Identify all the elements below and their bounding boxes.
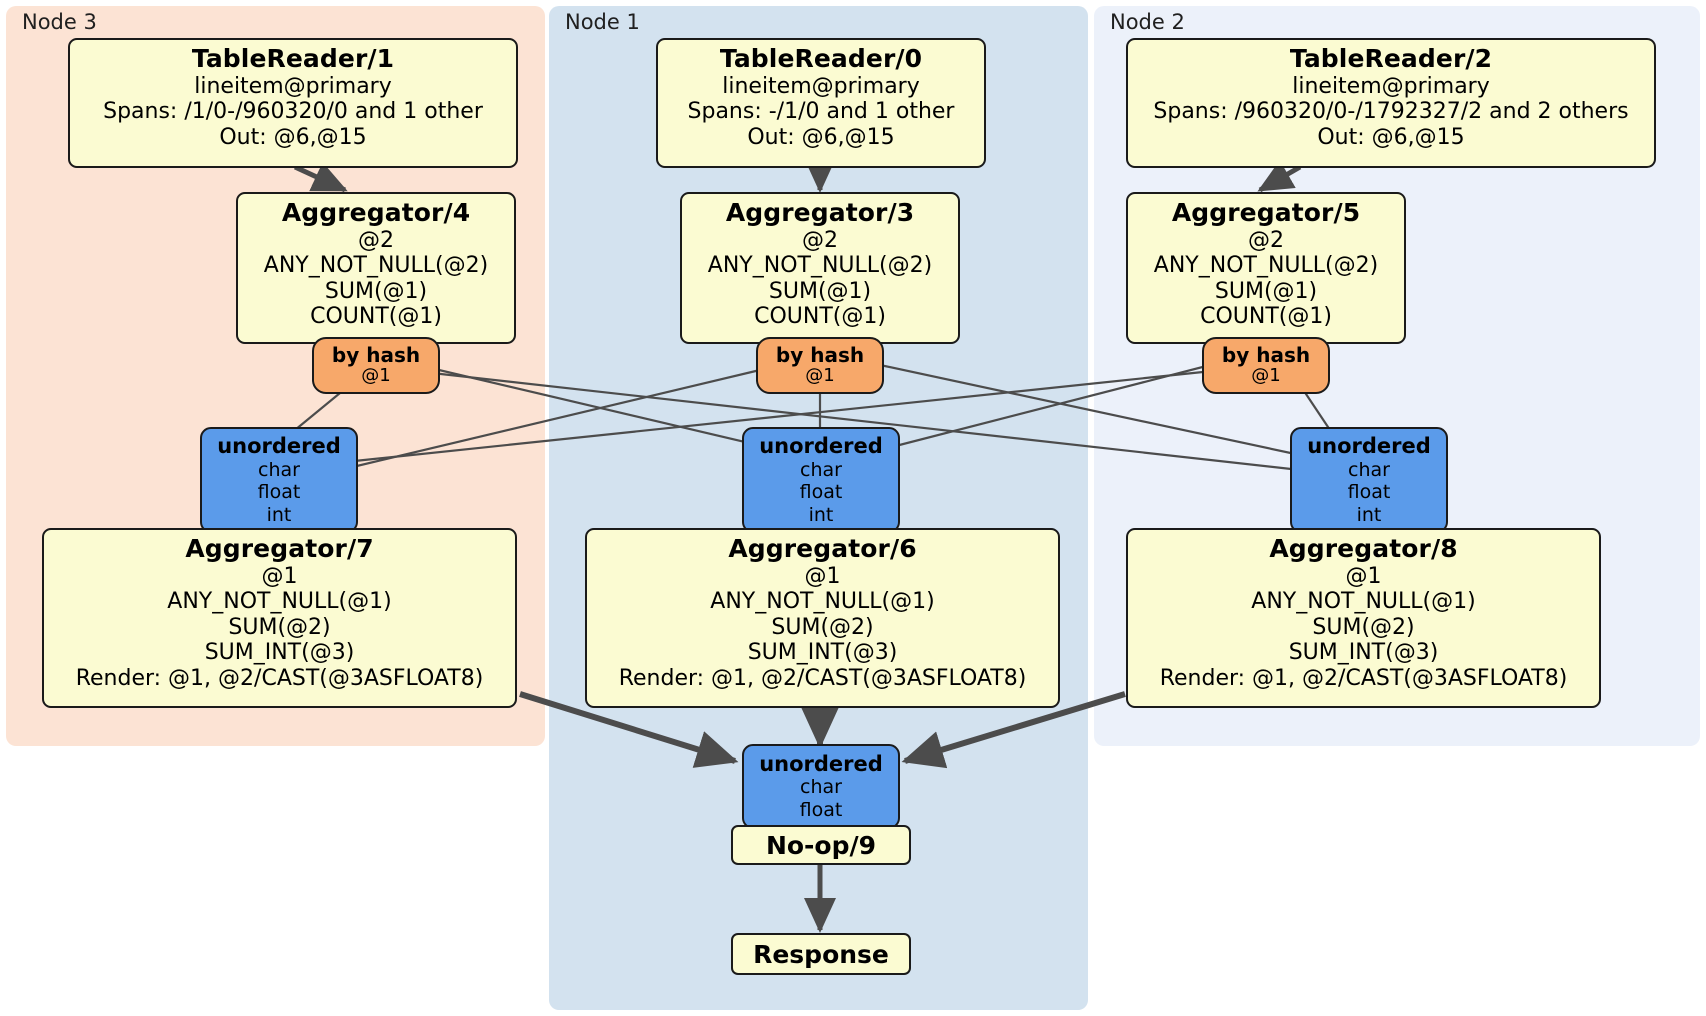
router-line: char <box>258 458 300 481</box>
processor-line: SUM_INT(@3) <box>747 640 898 666</box>
edge-hashright-unorderedleft <box>344 368 1223 464</box>
node-panel-label-node3: Node 3 <box>22 10 97 34</box>
processor-line: SUM(@2) <box>1312 614 1415 640</box>
processor-line: Render: @1, @2/CAST(@3ASFLOAT8) <box>618 665 1027 691</box>
processor-line: ANY_NOT_NULL(@2) <box>707 253 933 279</box>
processor-line: SUM(@1) <box>324 278 428 304</box>
router-line: @1 <box>361 365 391 387</box>
edge-hashright-unorderedmid <box>879 360 1223 452</box>
router-line: int <box>808 503 834 526</box>
router-unordered-left[interactable]: unordered char float int <box>200 427 358 533</box>
processor-title: Aggregator/7 <box>185 534 374 563</box>
edge-tablereader1-aggregator4 <box>293 162 348 193</box>
processor-line: SUM(@1) <box>768 278 872 304</box>
processor-line: Render: @1, @2/CAST(@3ASFLOAT8) <box>1159 665 1568 691</box>
processor-line: Out: @6,@15 <box>747 124 895 150</box>
router-title: by hash <box>331 343 421 368</box>
router-line: char <box>800 776 842 799</box>
processor-title: Aggregator/5 <box>1171 198 1361 227</box>
processor-line: ANY_NOT_NULL(@1) <box>710 589 935 615</box>
processor-aggregator-3[interactable]: Aggregator/3 @2 ANY_NOT_NULL(@2) SUM(@1)… <box>680 192 960 344</box>
router-line: float <box>799 481 843 504</box>
processor-aggregator-7[interactable]: Aggregator/7 @1 ANY_NOT_NULL(@1) SUM(@2)… <box>42 528 517 708</box>
node-panel-label-node2: Node 2 <box>1110 10 1185 34</box>
processor-title: Aggregator/3 <box>725 198 915 227</box>
router-line: int <box>266 503 292 526</box>
processor-title: Response <box>753 939 889 969</box>
processor-line: @1 <box>804 563 841 589</box>
processor-line: SUM(@2) <box>228 614 331 640</box>
processor-aggregator-8[interactable]: Aggregator/8 @1 ANY_NOT_NULL(@1) SUM(@2)… <box>1126 528 1601 708</box>
processor-tablereader-1[interactable]: TableReader/1 lineitem@primary Spans: /1… <box>68 38 518 168</box>
processor-line: @2 <box>1248 227 1284 253</box>
router-by-hash-left[interactable]: by hash @1 <box>312 337 440 394</box>
edge-hashmid-unorderedleft <box>339 368 761 472</box>
processor-aggregator-6[interactable]: Aggregator/6 @1 ANY_NOT_NULL(@1) SUM(@2)… <box>585 528 1060 708</box>
router-unordered-mid[interactable]: unordered char float int <box>742 427 900 533</box>
processor-line: SUM(@2) <box>771 614 874 640</box>
processor-line: @1 <box>1345 563 1382 589</box>
processor-title: Aggregator/8 <box>1269 534 1458 563</box>
processor-line: ANY_NOT_NULL(@1) <box>167 589 392 615</box>
router-title: unordered <box>759 751 883 776</box>
processor-noop-9[interactable]: No-op/9 <box>731 825 911 865</box>
router-line: float <box>1347 481 1391 504</box>
processor-line: ANY_NOT_NULL(@2) <box>263 253 489 279</box>
processor-line: lineitem@primary <box>194 73 392 99</box>
edge-tablereader2-aggregator5 <box>1257 160 1302 193</box>
router-line: char <box>800 458 842 481</box>
processor-title: TableReader/1 <box>191 44 395 73</box>
router-unordered-final[interactable]: unordered char float <box>742 744 900 829</box>
processor-line: COUNT(@1) <box>310 304 442 330</box>
processor-line: Render: @1, @2/CAST(@3ASFLOAT8) <box>75 665 484 691</box>
processor-line: SUM_INT(@3) <box>204 640 355 666</box>
router-line: float <box>799 798 843 821</box>
edge-hashmid-unorderedright <box>879 363 1301 457</box>
edge-aggregator8-unorderedfinal <box>901 691 1126 769</box>
processor-aggregator-5[interactable]: Aggregator/5 @2 ANY_NOT_NULL(@2) SUM(@1)… <box>1126 192 1406 344</box>
processor-line: SUM(@1) <box>1214 278 1318 304</box>
processor-line: @2 <box>802 227 838 253</box>
processor-line: ANY_NOT_NULL(@2) <box>1153 253 1379 279</box>
processor-line: Out: @6,@15 <box>219 124 367 150</box>
node-panel-label-node1: Node 1 <box>565 10 640 34</box>
processor-line: lineitem@primary <box>722 73 920 99</box>
processor-title: Aggregator/6 <box>728 534 917 563</box>
router-title: by hash <box>1221 343 1311 368</box>
processor-line: Out: @6,@15 <box>1317 124 1465 150</box>
processor-title: Aggregator/4 <box>281 198 471 227</box>
router-line: @1 <box>1251 365 1281 387</box>
processor-line: @1 <box>261 563 298 589</box>
processor-response[interactable]: Response <box>731 933 911 975</box>
router-title: unordered <box>1307 434 1431 458</box>
router-by-hash-right[interactable]: by hash @1 <box>1202 337 1330 394</box>
router-title: unordered <box>217 434 341 458</box>
processor-line: Spans: /960320/0-/1792327/2 and 2 others <box>1153 99 1629 125</box>
router-line: char <box>1348 458 1390 481</box>
router-unordered-right[interactable]: unordered char float int <box>1290 427 1448 533</box>
processor-aggregator-4[interactable]: Aggregator/4 @2 ANY_NOT_NULL(@2) SUM(@1)… <box>236 192 516 344</box>
processor-tablereader-0[interactable]: TableReader/0 lineitem@primary Spans: -/… <box>656 38 986 168</box>
router-line: float <box>257 481 301 504</box>
processor-line: @2 <box>358 227 394 253</box>
processor-title: TableReader/0 <box>719 44 923 73</box>
processor-title: No-op/9 <box>765 830 877 860</box>
router-title: by hash <box>775 343 865 368</box>
router-title: unordered <box>759 434 883 458</box>
router-line: int <box>1356 503 1382 526</box>
processor-tablereader-2[interactable]: TableReader/2 lineitem@primary Spans: /9… <box>1126 38 1656 168</box>
edge-hashleft-unorderedright <box>404 368 1301 472</box>
processor-line: COUNT(@1) <box>1200 304 1332 330</box>
processor-line: lineitem@primary <box>1292 73 1490 99</box>
processor-title: TableReader/2 <box>1289 44 1493 73</box>
processor-line: SUM_INT(@3) <box>1288 640 1439 666</box>
processor-line: Spans: -/1/0 and 1 other <box>687 99 955 125</box>
processor-line: COUNT(@1) <box>754 304 886 330</box>
router-line: @1 <box>805 365 835 387</box>
edge-aggregator7-unorderedfinal <box>519 691 739 768</box>
processor-line: ANY_NOT_NULL(@1) <box>1251 589 1476 615</box>
processor-line: Spans: /1/0-/960320/0 and 1 other <box>103 99 483 125</box>
router-by-hash-mid[interactable]: by hash @1 <box>756 337 884 394</box>
